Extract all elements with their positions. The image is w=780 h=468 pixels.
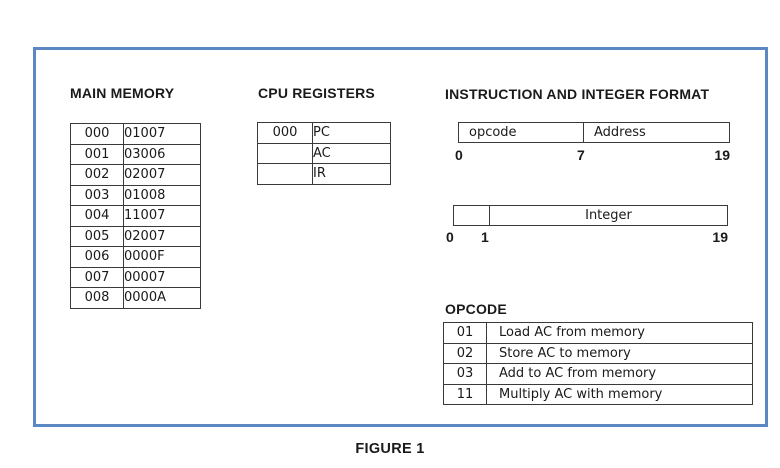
opcode-description-cell: Multiply AC with memory (486, 383, 753, 405)
memory-address-cell: 005 (70, 225, 124, 247)
memory-address-cell: 006 (70, 246, 124, 268)
main-memory-table: 000 01007 001 03006 002 02007 003 01008 … (70, 123, 201, 309)
table-row: 000 PC (257, 122, 391, 144)
register-value-cell (257, 142, 313, 164)
opcode-title: OPCODE (445, 301, 507, 317)
instruction-format-title: INSTRUCTION AND INTEGER FORMAT (445, 86, 710, 102)
memory-value-cell: 0000F (123, 246, 201, 268)
table-row: 11 Multiply AC with memory (443, 383, 753, 405)
bit-tick-7: 7 (577, 147, 585, 163)
memory-value-cell: 01008 (123, 184, 201, 206)
table-row: 004 11007 (70, 205, 201, 227)
table-row: IR (257, 163, 391, 185)
memory-address-cell: 008 (70, 287, 124, 309)
bit-tick-1: 1 (481, 229, 489, 245)
opcode-code-cell: 02 (443, 342, 487, 364)
memory-address-cell: 003 (70, 184, 124, 206)
opcode-description-cell: Add to AC from memory (486, 363, 753, 385)
opcode-code-cell: 01 (443, 322, 487, 344)
table-row: 03 Add to AC from memory (443, 363, 753, 385)
memory-value-cell: 03006 (123, 143, 201, 165)
main-memory-title: MAIN MEMORY (70, 85, 175, 101)
memory-address-cell: 001 (70, 143, 124, 165)
memory-value-cell: 02007 (123, 225, 201, 247)
register-value-cell: 000 (257, 122, 313, 144)
instruction-format-box: opcode Address (458, 122, 730, 143)
table-row: 006 0000F (70, 246, 201, 268)
opcode-table: 01 Load AC from memory 02 Store AC to me… (443, 322, 753, 405)
table-row: 001 03006 (70, 143, 201, 165)
register-name-cell: IR (312, 163, 391, 185)
integer-format-box: Integer (453, 205, 728, 226)
bit-tick-19: 19 (714, 147, 730, 163)
integer-field: Integer (489, 206, 727, 225)
table-row: 000 01007 (70, 123, 201, 145)
opcode-code-cell: 03 (443, 363, 487, 385)
table-row: 02 Store AC to memory (443, 342, 753, 364)
table-row: 007 00007 (70, 266, 201, 288)
cpu-registers-table: 000 PC AC IR (257, 122, 391, 185)
opcode-description-cell: Load AC from memory (486, 322, 753, 344)
bit-tick-19: 19 (712, 229, 728, 245)
opcode-description-cell: Store AC to memory (486, 342, 753, 364)
cpu-registers-title: CPU REGISTERS (258, 85, 375, 101)
memory-value-cell: 11007 (123, 205, 201, 227)
table-row: 01 Load AC from memory (443, 322, 753, 344)
memory-address-cell: 007 (70, 266, 124, 288)
opcode-code-cell: 11 (443, 383, 487, 405)
register-name-cell: PC (312, 122, 391, 144)
memory-value-cell: 01007 (123, 123, 201, 145)
address-field: Address (583, 123, 729, 142)
table-row: 008 0000A (70, 287, 201, 309)
table-row: 002 02007 (70, 164, 201, 186)
memory-address-cell: 000 (70, 123, 124, 145)
sign-field (454, 206, 489, 225)
bit-tick-0: 0 (455, 147, 463, 163)
register-name-cell: AC (312, 142, 391, 164)
memory-value-cell: 0000A (123, 287, 201, 309)
figure-caption: FIGURE 1 (355, 441, 425, 457)
memory-value-cell: 02007 (123, 164, 201, 186)
memory-address-cell: 002 (70, 164, 124, 186)
table-row: 005 02007 (70, 225, 201, 247)
table-row: AC (257, 142, 391, 164)
memory-address-cell: 004 (70, 205, 124, 227)
register-value-cell (257, 163, 313, 185)
table-row: 003 01008 (70, 184, 201, 206)
bit-tick-0: 0 (446, 229, 454, 245)
opcode-field: opcode (469, 125, 517, 140)
memory-value-cell: 00007 (123, 266, 201, 288)
